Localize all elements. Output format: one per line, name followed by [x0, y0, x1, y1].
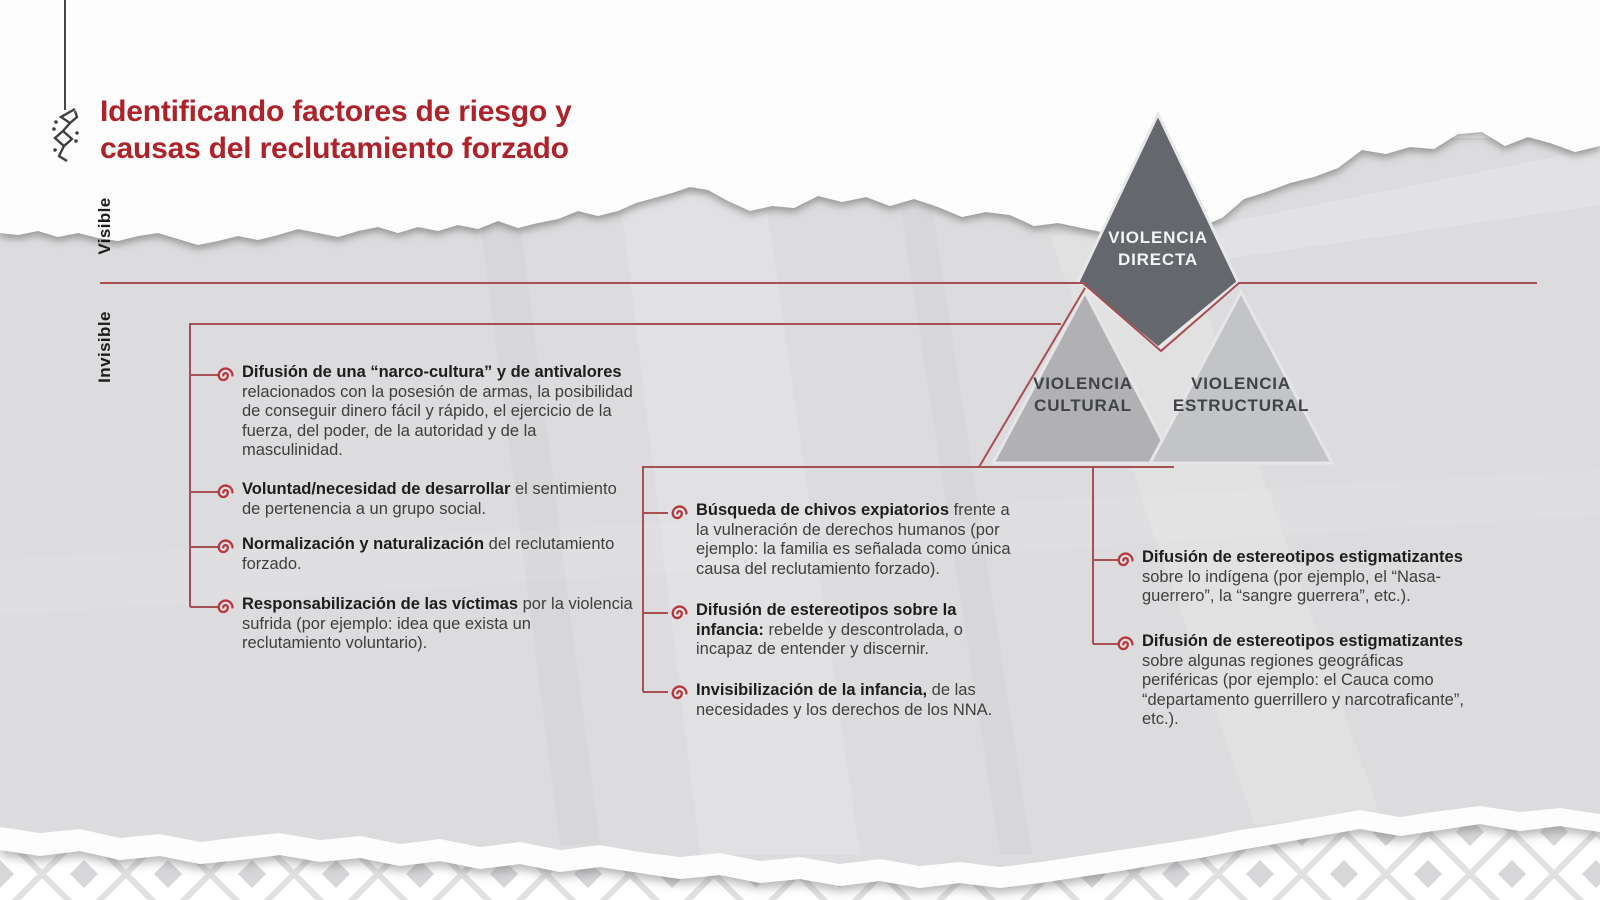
item-text: sobre lo indígena (por ejemplo, el “Nasa…	[1142, 567, 1441, 606]
item-text: del reclutamiento forzado.	[242, 535, 615, 573]
invisible-label: Invisible	[95, 311, 114, 383]
pyramid-cultural-line1: VIOLENCIA	[1033, 374, 1133, 393]
list-item: Difusión de estereotipos estigmatizantes…	[1114, 548, 1478, 607]
cultural-diagonal-line	[978, 287, 1086, 468]
red-connector-lines	[100, 282, 1537, 693]
item-text: el sentimiento de pertenencia a un grupo…	[242, 480, 617, 518]
torn-top-sheet	[0, 0, 1600, 245]
list-item: Difusión de estereotipos sobre la infanc…	[668, 601, 1016, 660]
spiral-icon	[217, 367, 234, 382]
list-item: Búsqueda de chivos expiatorios frente a …	[668, 501, 1016, 579]
paper-creases	[0, 148, 1600, 855]
left-tree-connector	[189, 323, 1061, 608]
spiral-icon	[671, 685, 688, 700]
list-item: Difusión de estereotipos estigmatizantes…	[1114, 632, 1478, 730]
pyramid-structural-label: VIOLENCIA ESTRUCTURAL	[1131, 373, 1351, 417]
list-item: Responsabilización de las víctimas por l…	[214, 595, 634, 654]
item-lead: Responsabilización de las víctimas	[242, 595, 519, 613]
pyramid-cultural-line2: CULTURAL	[1034, 396, 1132, 415]
item-lead: Difusión de estereotipos sobre la infanc…	[696, 601, 957, 639]
spiral-icon	[1117, 552, 1134, 567]
tribal-ornament-icon	[52, 107, 79, 163]
pyramid-direct-label: VIOLENCIA DIRECTA	[1048, 227, 1268, 271]
torn-gray-paper	[0, 138, 1600, 888]
list-item: Normalización y naturalización del reclu…	[214, 535, 634, 574]
pyramid-structural-line1: VIOLENCIA	[1191, 374, 1291, 393]
spiral-icon	[1117, 636, 1134, 651]
violence-pyramid	[990, 110, 1335, 465]
list-item: Invisibilización de la infancia, de las …	[668, 681, 1016, 720]
pyramid-cultural-label: VIOLENCIA CULTURAL	[973, 373, 1193, 417]
visible-label: Visible	[95, 197, 114, 255]
ornament-stem-line	[64, 0, 66, 110]
pyramid-cultural-shape	[990, 288, 1177, 465]
page-title-line2: causas del reclutamiento forzado	[100, 132, 569, 165]
item-text: de las necesidades y los derechos de los…	[696, 681, 993, 719]
right-tree-connector	[1092, 467, 1118, 645]
visible-invisible-divider-line	[100, 282, 1537, 353]
pyramid-structural-shape	[1147, 288, 1335, 465]
pyramid-direct-line1: VIOLENCIA	[1108, 228, 1208, 247]
item-lead: Búsqueda de chivos expiatorios	[696, 501, 950, 519]
pyramid-direct-line2: DIRECTA	[1118, 250, 1198, 269]
spiral-icon	[217, 539, 234, 554]
item-lead: Difusión de estereotipos estigmatizantes	[1142, 632, 1463, 650]
item-lead: Invisibilización de la infancia,	[696, 681, 928, 699]
item-text: sobre algunas regiones geográficas perif…	[1142, 651, 1464, 729]
spiral-icon	[217, 599, 234, 614]
middle-tree-connector	[642, 466, 1174, 693]
item-text: rebelde y descontrolada, o incapaz de en…	[696, 620, 963, 659]
item-lead: Difusión de estereotipos estigmatizantes	[1142, 548, 1463, 566]
item-text: relacionados con la posesión de armas, l…	[242, 382, 633, 460]
list-item: Voluntad/necesidad de desarrollar el sen…	[214, 480, 634, 519]
page-title: Identificando factores de riesgo y causa…	[100, 93, 660, 167]
spiral-icon	[671, 505, 688, 520]
item-text: por la violencia sufrida (por ejemplo: i…	[242, 595, 633, 652]
pyramid-structural-line2: ESTRUCTURAL	[1172, 396, 1310, 415]
spiral-icon	[217, 484, 234, 499]
item-lead: Difusión de una “narco-cultura” y de ant…	[242, 363, 622, 381]
item-lead: Normalización y naturalización	[242, 535, 485, 553]
item-lead: Voluntad/necesidad de desarrollar	[242, 480, 511, 498]
page-title-line1: Identificando factores de riesgo y	[100, 95, 572, 128]
list-item: Difusión de una “narco-cultura” y de ant…	[214, 363, 634, 461]
spiral-icon	[671, 605, 688, 620]
item-text: frente a la vulneración de derechos huma…	[696, 501, 1011, 578]
